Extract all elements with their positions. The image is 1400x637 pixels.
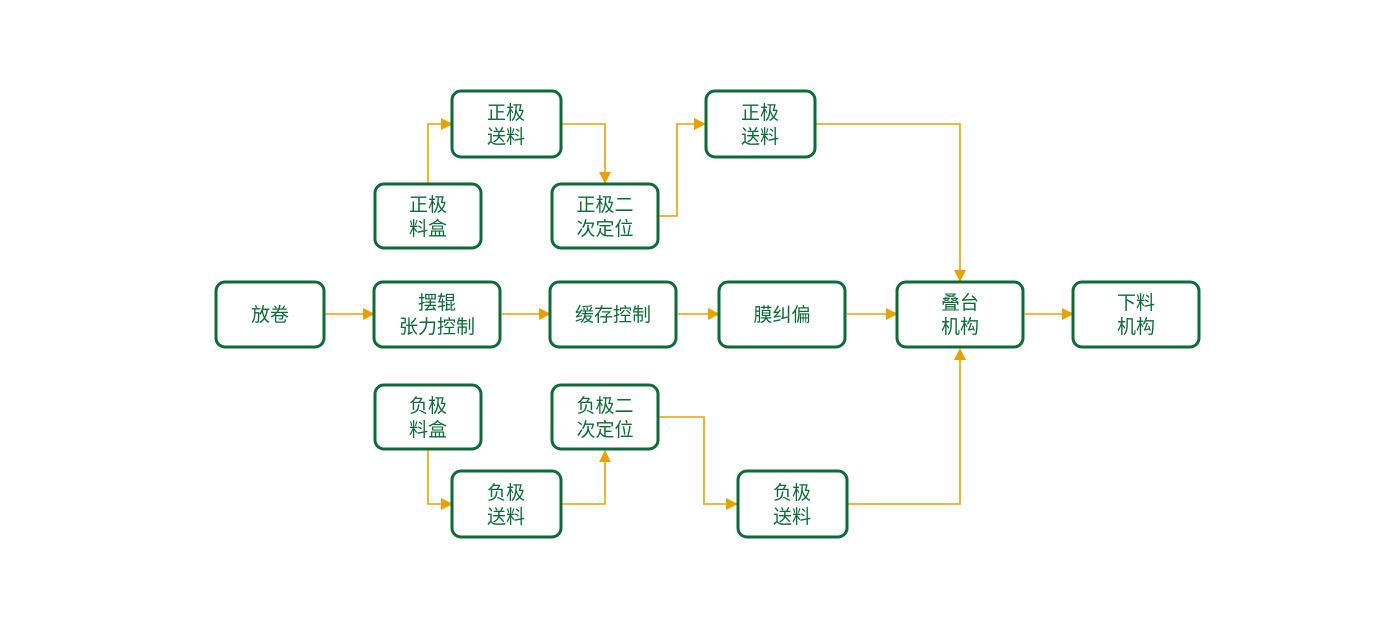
- edge-neg-box-to-neg-feed-1: [427, 450, 444, 505]
- node-label-line-1: 叠台: [941, 292, 979, 314]
- edge-neg-feed-1-to-neg-secondary: [562, 459, 606, 505]
- node-label-line-2: 送料: [773, 506, 811, 528]
- edge-neg-secondary-to-neg-feed-2: [659, 416, 729, 505]
- edge-neg-feed-2-to-stacking: [848, 357, 961, 505]
- arrowhead: [441, 118, 453, 130]
- node-positive-secondary-positioning: 正极二 次定位: [550, 182, 660, 250]
- node-label: 放卷: [251, 304, 289, 326]
- node-label: 缓存控制: [575, 304, 651, 326]
- arrowhead: [441, 498, 453, 510]
- edge-pos-secondary-to-pos-feed-2: [659, 123, 697, 217]
- arrowhead: [726, 498, 738, 510]
- node-label-line-2: 送料: [741, 126, 779, 148]
- arrowhead: [954, 348, 966, 360]
- arrowhead: [539, 308, 551, 320]
- edge-pos-feed-1-to-pos-secondary: [562, 123, 606, 175]
- arrowhead: [599, 172, 611, 184]
- arrowhead: [694, 118, 706, 130]
- edge-pos-feed-2-to-stacking: [816, 123, 961, 273]
- node-buffer-control: 缓存控制: [548, 280, 678, 349]
- node-positive-magazine: 正极 料盒: [373, 182, 483, 250]
- arrowhead: [954, 270, 966, 282]
- node-label-line-2: 料盒: [409, 218, 447, 240]
- edge-pos-box-to-pos-feed-1: [427, 123, 444, 183]
- node-label-line-1: 负极二: [576, 395, 633, 417]
- node-discharge-mechanism: 下料 机构: [1071, 280, 1201, 349]
- arrowhead: [363, 308, 375, 320]
- arrowhead: [886, 308, 898, 320]
- connectors: [325, 118, 1074, 510]
- node-label-line-2: 机构: [1117, 316, 1155, 338]
- node-label-line-1: 下料: [1117, 292, 1155, 314]
- node-label-line-1: 负极: [487, 482, 525, 504]
- node-negative-magazine: 负极 料盒: [373, 383, 483, 451]
- node-label-line-1: 正极: [487, 102, 525, 124]
- node-label-line-1: 摆辊: [418, 292, 456, 314]
- arrowhead: [599, 450, 611, 462]
- node-label-line-1: 负极: [409, 395, 447, 417]
- node-label-line-2: 料盒: [409, 419, 447, 441]
- node-label-line-1: 负极: [773, 482, 811, 504]
- node-label-line-1: 正极: [409, 194, 447, 216]
- node-stacking-mechanism: 叠台 机构: [895, 280, 1025, 349]
- node-negative-secondary-positioning: 负极二 次定位: [550, 383, 660, 451]
- node-label-line-1: 正极: [741, 102, 779, 124]
- node-tension-control: 摆辊 张力控制: [372, 280, 502, 349]
- arrowhead: [708, 308, 720, 320]
- node-negative-feed-2: 负极 送料: [736, 469, 849, 539]
- node-positive-feed-2: 正极 送料: [704, 89, 817, 159]
- node-unwind: 放卷: [214, 280, 326, 349]
- node-label-line-2: 张力控制: [399, 316, 475, 338]
- node-label-line-2: 送料: [487, 126, 525, 148]
- node-label-line-2: 次定位: [576, 419, 633, 441]
- nodes: 放卷 摆辊 张力控制 缓存控制 膜纠偏 叠台 机构 下料 机构 正: [214, 89, 1201, 539]
- node-label-line-1: 正极二: [576, 194, 633, 216]
- node-negative-feed-1: 负极 送料: [450, 469, 563, 539]
- node-label: 膜纠偏: [753, 304, 810, 326]
- node-positive-feed-1: 正极 送料: [450, 89, 563, 159]
- node-label-line-2: 机构: [941, 316, 979, 338]
- arrowhead: [1062, 308, 1074, 320]
- node-film-deviation: 膜纠偏: [717, 280, 847, 349]
- node-label-line-2: 送料: [487, 506, 525, 528]
- node-label-line-2: 次定位: [576, 218, 633, 240]
